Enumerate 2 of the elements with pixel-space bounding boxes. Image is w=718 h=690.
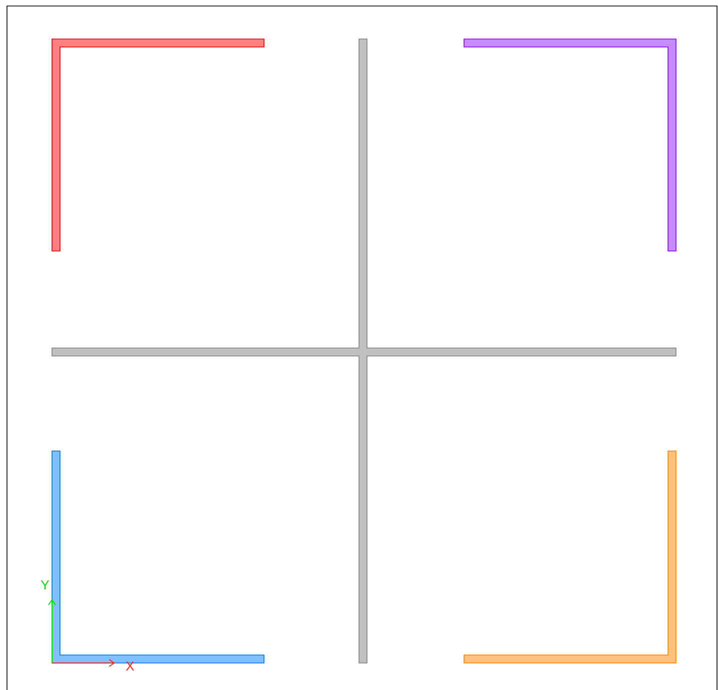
axis-label: X [126, 662, 134, 670]
axis-label: Y [40, 580, 50, 590]
